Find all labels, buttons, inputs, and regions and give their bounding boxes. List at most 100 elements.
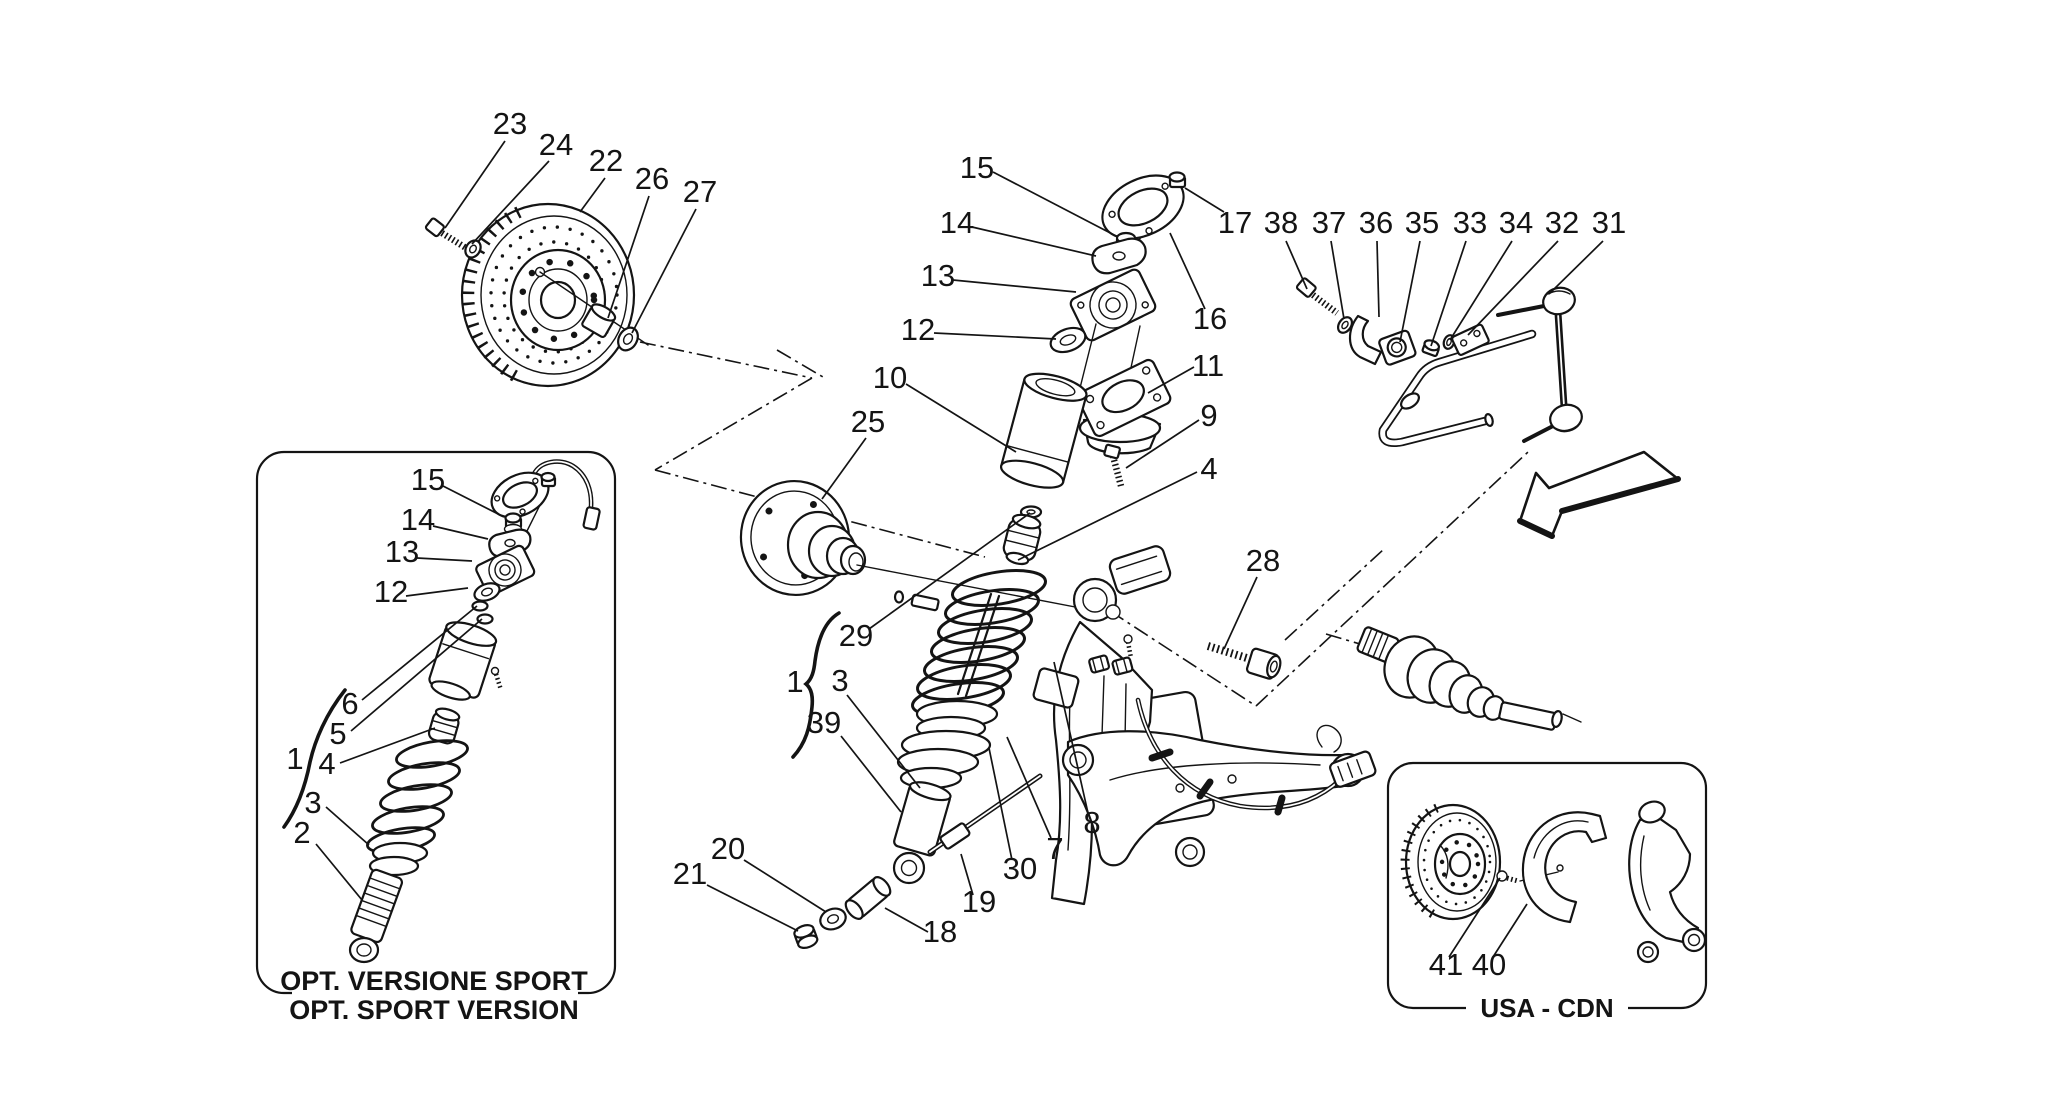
bushing-18 <box>844 876 892 920</box>
stabilizer-bar-assembly <box>1295 277 1583 447</box>
usa-cdn-box: USA - CDN <box>1386 761 1708 1025</box>
leader-line-34 <box>1449 240 1513 341</box>
callout-37-29: 37 <box>1312 205 1346 240</box>
hub-to-knuckle-axis <box>856 564 1097 612</box>
leader-line-12 <box>405 587 469 597</box>
callout-17-10: 17 <box>1218 205 1252 240</box>
callout-6-42: 6 <box>341 686 358 721</box>
leader-line-5 <box>350 618 483 732</box>
mount-flange-plate <box>1101 174 1185 240</box>
sport-flange <box>490 471 550 519</box>
bolt-9 <box>1103 443 1125 487</box>
sport-group-brace <box>282 688 347 829</box>
dome-mount-14 <box>1091 237 1147 275</box>
callout-26-3: 26 <box>635 161 669 196</box>
sport-lower-eye <box>348 936 380 964</box>
leader-line-39 <box>840 735 902 813</box>
nut-17 <box>1168 171 1187 189</box>
bar-ring <box>1400 392 1420 410</box>
sport-adjuster-rings <box>368 841 429 877</box>
callout-34-33: 34 <box>1499 205 1533 240</box>
shock-body-39 <box>893 781 952 857</box>
leader-line-37 <box>1330 240 1345 320</box>
main-group-brace <box>791 611 841 759</box>
lower-spring-seat <box>896 699 999 790</box>
shock-eye <box>892 851 926 885</box>
washer-12 <box>1049 326 1087 354</box>
leader-line-17 <box>1184 187 1225 213</box>
washer-20 <box>819 907 847 931</box>
callout-35-31: 35 <box>1405 205 1439 240</box>
callout-15-38: 15 <box>411 462 445 497</box>
leader-line-12 <box>933 332 1057 340</box>
leader-line-8 <box>1053 661 1089 814</box>
callout-27-4: 27 <box>683 174 717 209</box>
leader-line-18 <box>884 907 929 933</box>
stabilizer-link-31 <box>1496 286 1583 443</box>
direction-arrow <box>1517 450 1681 539</box>
callout-29-16: 29 <box>839 618 873 653</box>
knuckle-top-block <box>1108 545 1172 595</box>
callout-2-47: 2 <box>293 815 310 850</box>
leader-line-32 <box>1467 240 1559 336</box>
brake-disc <box>460 202 649 388</box>
bump-stop-4 <box>1002 513 1042 566</box>
nut-33 <box>1421 339 1441 358</box>
knuckle-bolt <box>1123 634 1134 659</box>
leader-line-30 <box>988 747 1013 861</box>
bolt-28 <box>1206 642 1282 680</box>
dust-cover-10 <box>999 372 1088 489</box>
callout-7-25: 7 <box>1046 831 1063 866</box>
clamp-36 <box>1348 314 1383 366</box>
callout-11-12: 11 <box>1192 348 1224 383</box>
axis-cap <box>893 590 905 604</box>
callout-32-34: 32 <box>1545 205 1579 240</box>
usa-caption: USA - CDN <box>1480 993 1613 1023</box>
leader-line-3 <box>325 806 370 846</box>
clamp-bolt-38 <box>1295 277 1339 316</box>
spacer-19 <box>939 822 971 850</box>
callout-40-37: 40 <box>1472 947 1506 982</box>
callout-41-36: 41 <box>1429 947 1463 982</box>
nut-21 <box>793 924 819 949</box>
leader-line-4 <box>339 727 436 764</box>
leader-line-25 <box>821 437 867 500</box>
wheel-hub-25 <box>739 479 1097 612</box>
coilover-assembly <box>793 505 1047 949</box>
leader-line-3 <box>846 694 921 789</box>
abs-sensor-cable <box>1135 697 1377 816</box>
callout-5-43: 5 <box>329 716 346 751</box>
usa-knuckle <box>1628 800 1707 964</box>
hub-castellation <box>518 257 598 343</box>
leader-line-33 <box>1430 240 1467 347</box>
spring-support-11 <box>1076 358 1172 455</box>
callout-10-9: 10 <box>873 360 907 395</box>
leader-lines <box>315 140 1604 958</box>
leader-line-41 <box>1448 877 1501 958</box>
sport-spring <box>366 739 469 854</box>
sport-caption-line2: OPT. SPORT VERSION <box>289 995 579 1025</box>
callout-3-46: 3 <box>304 785 321 820</box>
leader-line-23 <box>444 140 506 229</box>
coil-spring-29 <box>911 569 1047 717</box>
upper-mount-assembly <box>999 171 1187 489</box>
bracket-32 <box>1451 323 1490 356</box>
caption-mask <box>1466 995 1628 1025</box>
callout-23-0: 23 <box>493 106 527 141</box>
callout-18-22: 18 <box>923 914 957 949</box>
callout-12-8: 12 <box>901 312 935 347</box>
leader-line-28 <box>1223 576 1258 650</box>
sport-bolt <box>490 666 504 691</box>
leader-line-19 <box>960 853 974 896</box>
callout-30-24: 30 <box>1003 851 1037 886</box>
disc-drill-holes-outer <box>489 225 619 365</box>
leader-line-13 <box>416 557 473 562</box>
callout-12-41: 12 <box>374 574 408 609</box>
abs-connector <box>1329 750 1377 788</box>
leader-line-6 <box>361 605 478 701</box>
leader-line-31 <box>1548 240 1604 295</box>
callout-8-26: 8 <box>1083 805 1100 840</box>
callout-14-39: 14 <box>401 502 435 537</box>
callout-13-7: 13 <box>921 258 955 293</box>
